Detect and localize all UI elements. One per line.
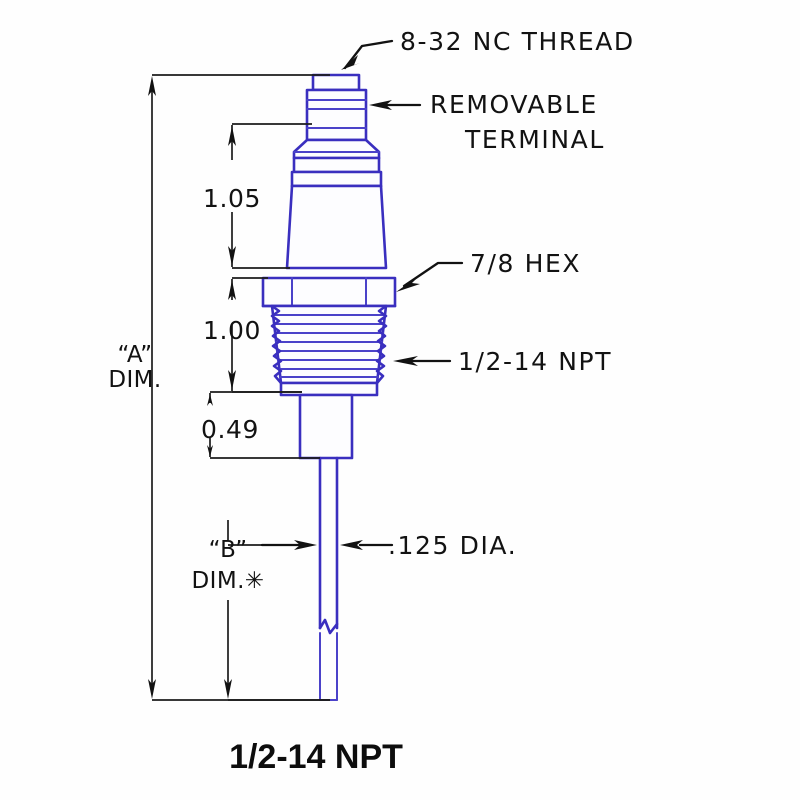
insulator-taper	[285, 184, 388, 270]
insulator-shoulder	[292, 138, 381, 160]
dimension-a: “A” DIM.	[108, 74, 330, 701]
callout-rod-dia: .125 DIA.	[260, 531, 517, 560]
part-geometry	[261, 73, 397, 701]
terminal-stud	[311, 73, 361, 92]
dim-b-label-line2: DIM.✳	[192, 568, 265, 594]
probe-rod	[318, 456, 339, 701]
npt-threads	[270, 304, 388, 385]
callout-npt: 1/2-14 NPT	[393, 347, 612, 376]
callout-hex: 7/8 HEX	[396, 249, 581, 292]
dimension-b: “B” DIM.✳	[192, 520, 330, 701]
dimension-105: 1.05	[203, 123, 312, 269]
dim-a-label-line2: DIM.	[108, 367, 161, 393]
callout-removable-terminal: REMOVABLE TERMINAL	[369, 90, 605, 154]
dim-b-label-line1: “B”	[209, 537, 248, 563]
drawing-caption: 1/2-14 NPT	[229, 738, 403, 776]
terminal-body	[305, 88, 368, 142]
thread-base-collar	[279, 381, 379, 397]
dim-a-label-line1: “A”	[118, 342, 153, 368]
probe-sheath	[298, 393, 354, 460]
callout-npt-label: 1/2-14 NPT	[458, 347, 612, 376]
dim-105-label: 1.05	[203, 184, 261, 213]
callout-removable-terminal-line1: REMOVABLE	[430, 90, 598, 119]
callout-rod-dia-label: .125 DIA.	[388, 531, 517, 560]
insulator-ribs	[290, 156, 383, 188]
callout-hex-label: 7/8 HEX	[470, 249, 581, 278]
callout-thread-top-label: 8-32 NC THREAD	[400, 27, 635, 56]
hex-nut	[261, 276, 397, 308]
dim-100-label: 1.00	[203, 316, 261, 345]
callout-removable-terminal-line2: TERMINAL	[464, 125, 605, 154]
dim-049-label: 0.49	[201, 415, 259, 444]
callout-thread-top: 8-32 NC THREAD	[341, 27, 635, 70]
dimension-049: 0.49	[201, 391, 320, 459]
